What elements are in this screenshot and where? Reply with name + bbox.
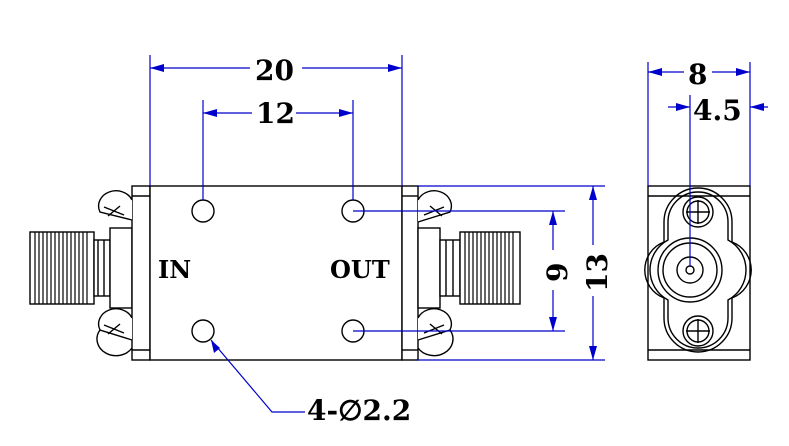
mounting-hole-bottom-left (191, 319, 215, 343)
front-dimension-arrows (150, 64, 597, 360)
right-bottom-screw-icon (417, 308, 454, 357)
front-view (29, 185, 521, 361)
dimension-hole-spacing-y: 9 (541, 263, 574, 282)
right-sma-connector (417, 227, 521, 309)
dimension-hole-spacing-x: 12 (256, 97, 295, 130)
left-top-screw-icon (97, 190, 133, 221)
right-top-screw-icon (417, 190, 453, 223)
hole-callout-label: 4-∅2.2 (307, 394, 411, 427)
side-flange-outline (649, 191, 747, 349)
side-view (644, 185, 752, 361)
dimension-body-height: 13 (581, 253, 614, 292)
dimension-side-width: 8 (688, 58, 707, 91)
side-dimension-arrows (648, 68, 764, 111)
side-bottom-screw-icon (682, 315, 714, 347)
front-dimension-lines (149, 55, 605, 413)
dimension-body-length: 20 (255, 54, 294, 87)
side-body (647, 185, 751, 361)
left-sma-connector (29, 227, 133, 309)
right-flange (401, 185, 419, 361)
left-flange (131, 185, 151, 361)
dimension-center-offset: 4.5 (693, 94, 742, 127)
side-top-screw-icon (682, 196, 714, 228)
out-port-label: OUT (330, 255, 390, 284)
in-port-label: IN (158, 255, 191, 284)
left-bottom-screw-icon (96, 308, 133, 357)
